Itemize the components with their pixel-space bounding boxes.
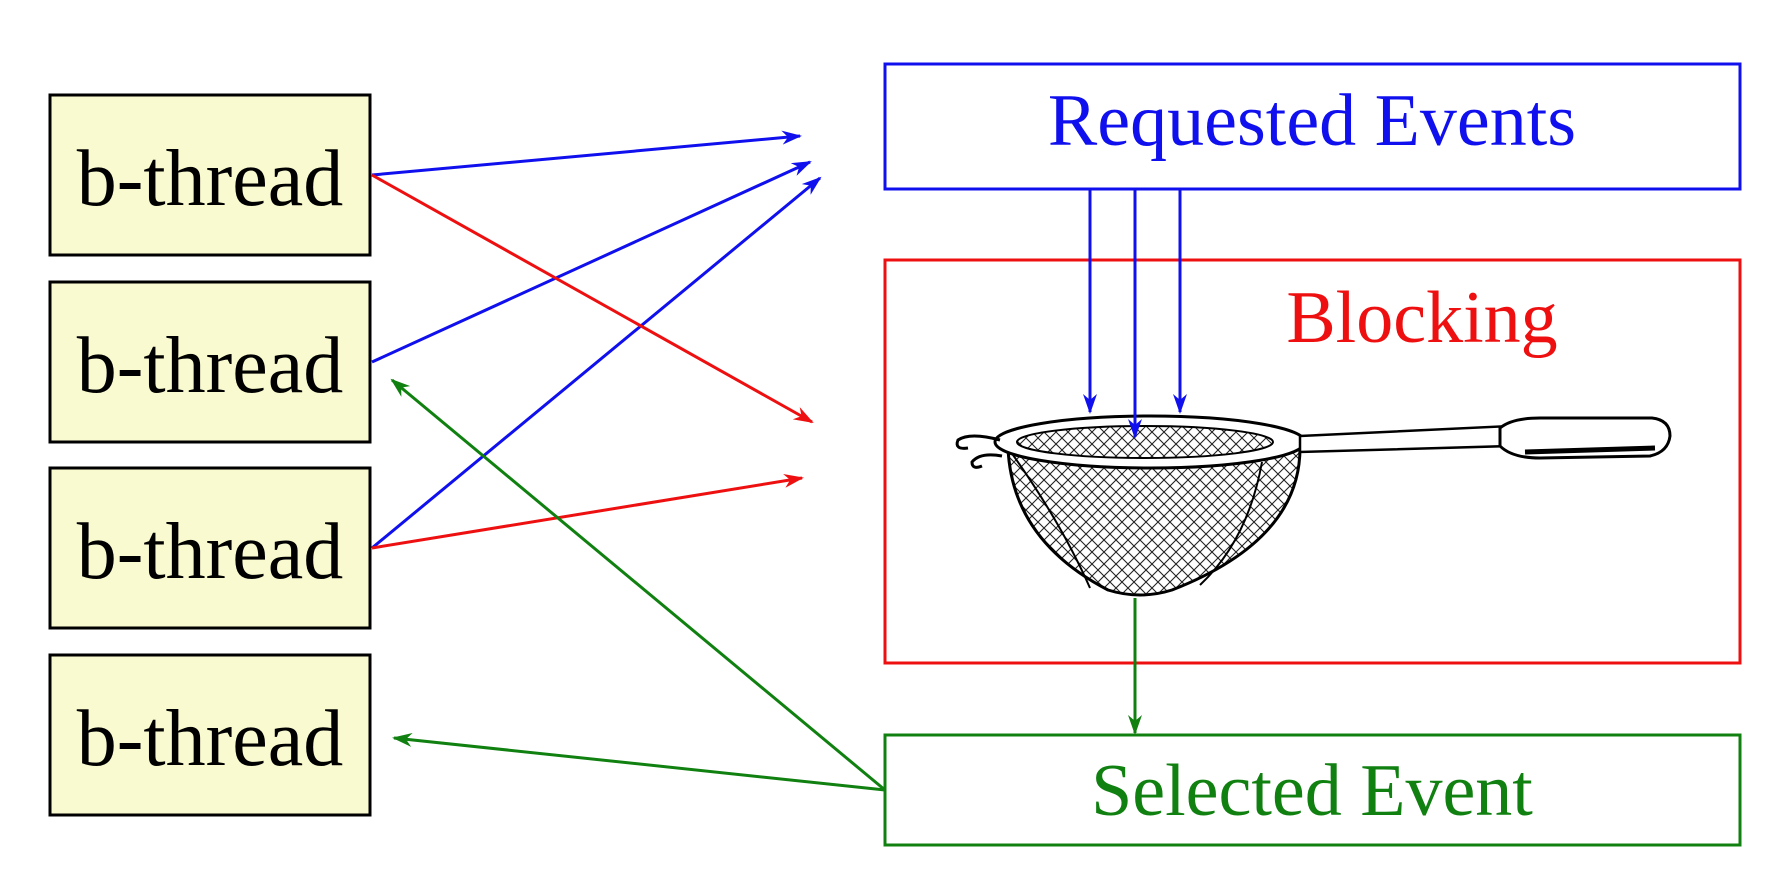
thread-label-2: b-thread (77, 322, 344, 410)
selected-event-box: Selected Event (883, 733, 1742, 847)
select-arrow-thread-4 (392, 732, 886, 792)
block-arrow-thread-3 (371, 473, 804, 550)
request-arrow-thread-2 (371, 160, 812, 364)
thread-box-2: b-thread (48, 280, 372, 444)
blocking-label: Blocking (1286, 277, 1557, 359)
thread-label-3: b-thread (77, 508, 344, 596)
thread-box-1: b-thread (48, 93, 372, 257)
blocking-box: Blocking (883, 258, 1742, 665)
thread-label-4: b-thread (77, 695, 344, 783)
block-arrow-thread-1 (371, 173, 814, 424)
thread-label-1: b-thread (77, 135, 344, 223)
thread-box-3: b-thread (48, 466, 372, 630)
requested-events-box: Requested Events (883, 62, 1742, 191)
requested-events-label: Requested Events (1048, 80, 1576, 162)
strainer-icon (955, 414, 1672, 597)
request-arrow-thread-3 (371, 176, 822, 550)
selected-event-label: Selected Event (1091, 750, 1533, 832)
request-arrow-thread-1 (371, 130, 802, 177)
select-arrow-thread-2 (390, 378, 886, 792)
thread-box-4: b-thread (48, 653, 372, 817)
